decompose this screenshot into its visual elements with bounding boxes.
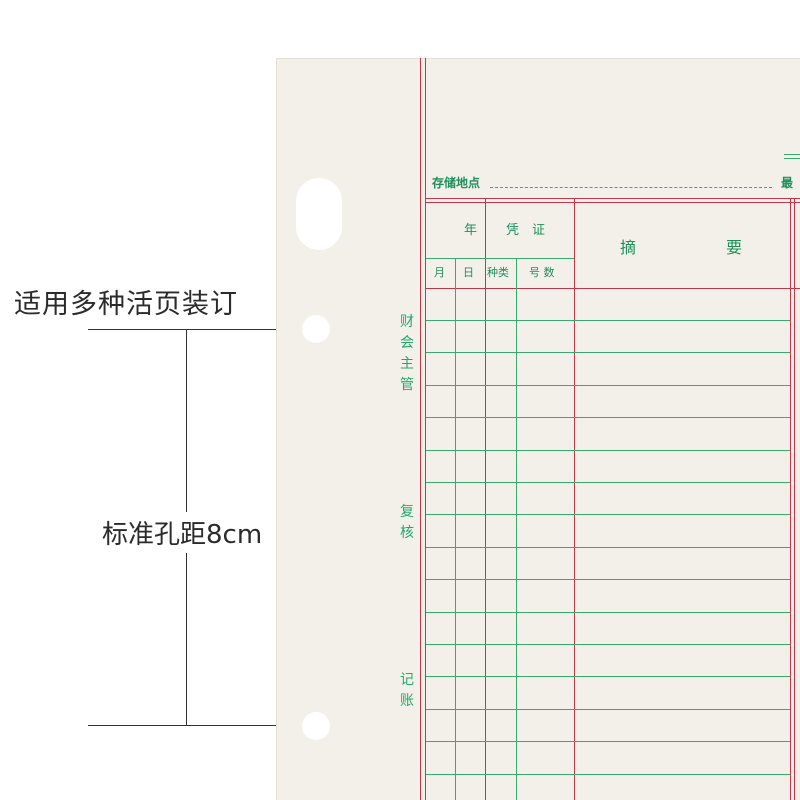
storage-location-label: 存储地点 [432,176,481,190]
ledger-row-rule [426,320,790,321]
top-binding-hole [302,315,330,343]
summary-right-rule [790,199,791,800]
ledger-row-rule [426,612,790,613]
table-top-rule-double [426,202,800,203]
ledger-row-rule [426,774,790,775]
summary-header-right: 要 [726,238,743,257]
hole-spacing-label: 标准孔距8cm [102,512,263,553]
title-rule-1 [784,154,800,155]
ledger-row-rule [426,385,790,386]
year-voucher-divider [485,199,486,800]
title-rule-2 [784,158,800,159]
ledger-row-rule [426,417,790,418]
header-partial-label: 最 [781,176,794,190]
bookkeeping-label: 记账 [400,672,414,709]
number-header: 号 数 [529,266,555,279]
year-header: 年 [464,223,478,238]
finance-supervisor-label: 财会主管 [400,314,414,393]
day-header: 日 [463,266,474,279]
voucher-header: 凭 证 [506,223,546,238]
binding-compatibility-title: 适用多种活页装订 [14,289,238,320]
top-hole-guide-line [88,329,286,330]
summary-left-rule [574,199,575,800]
month-day-divider [455,258,456,800]
bottom-hole-guide-line [88,725,286,726]
table-top-rule [426,198,800,199]
header-subrow-rule [426,258,574,259]
bottom-binding-hole [302,712,330,740]
ledger-row-rule [426,579,790,580]
storage-location-blank [490,187,772,188]
type-number-divider [516,258,517,800]
ledger-row-rule [426,547,790,548]
table-header-bottom-rule [426,288,800,289]
review-label: 复核 [400,504,414,541]
summary-right-rule-double [794,199,795,800]
left-margin-rule-outer [420,58,421,800]
ledger-row-rule [426,676,790,677]
ledger-row-rule [426,482,790,483]
left-margin-rule-inner [425,58,426,800]
ledger-sheet: 财会主管 复核 记账 存储地点 最 年 凭 证 月 日 种类 号 数 摘 要 [276,58,800,800]
type-header: 种类 [487,266,509,279]
ledger-row-rule [426,644,790,645]
ledger-row-rule [426,352,790,353]
oval-binding-hole [296,178,342,250]
ledger-row-rule [426,709,790,710]
summary-header-left: 摘 [620,238,637,257]
ledger-row-rule [426,450,790,451]
month-header: 月 [434,266,445,279]
ledger-row-rule [426,514,790,515]
ledger-row-rule [426,741,790,742]
